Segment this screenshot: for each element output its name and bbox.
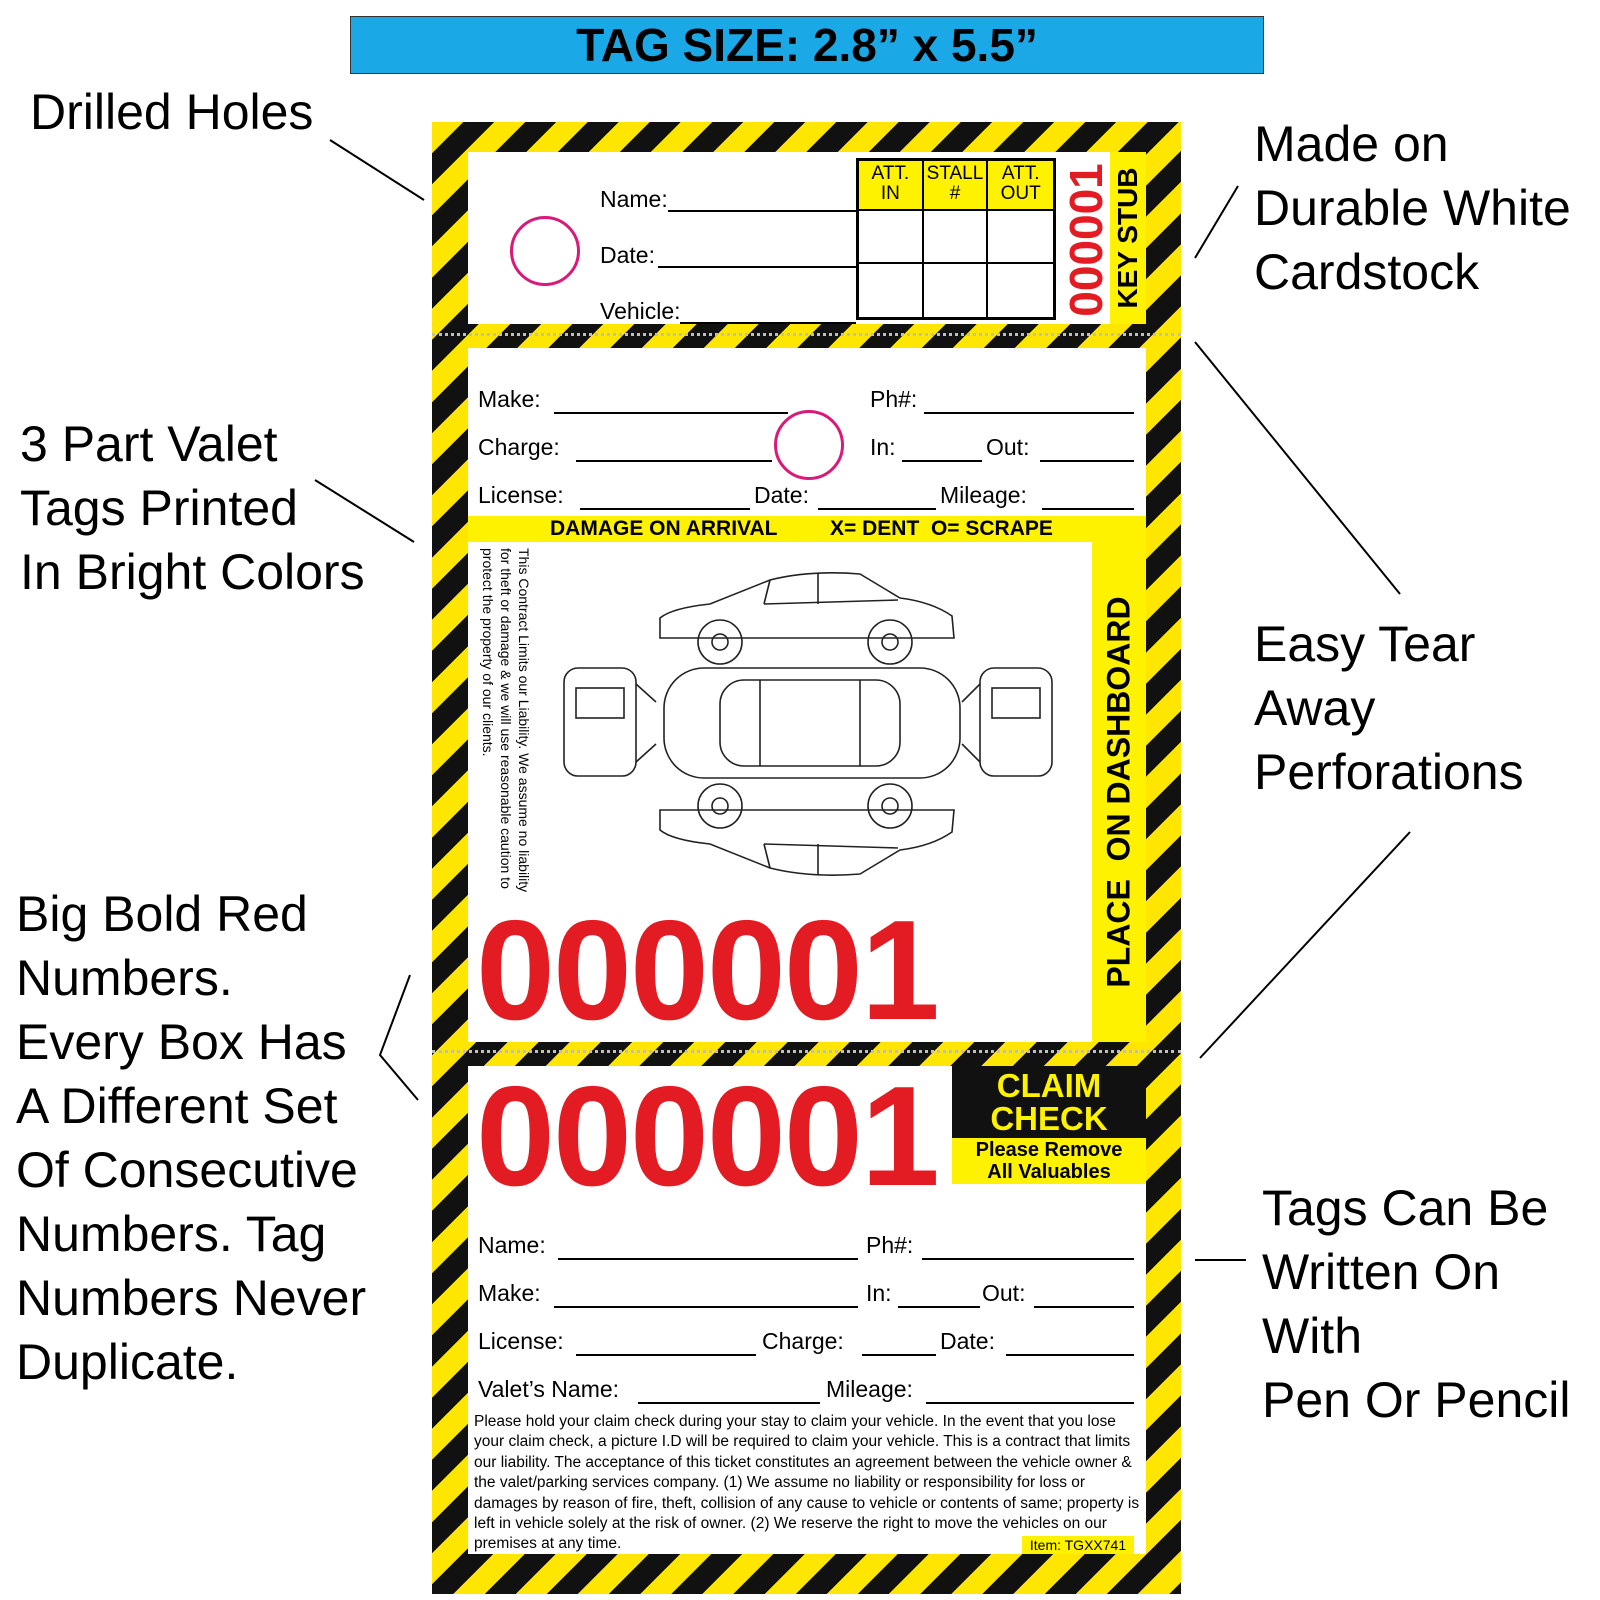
claim-charge-line[interactable] [862,1354,936,1356]
dash-out-line[interactable] [1040,460,1134,462]
stub-cell[interactable] [923,211,989,264]
leader-tear-bottom [1199,831,1411,1059]
claim-check-title-2: CHECK [990,1100,1108,1137]
damage-legend: X= DENT O= SCRAPE [830,517,1053,540]
damage-panel [468,542,1092,1042]
stub-number-box: 000001 [1060,158,1112,322]
claim-out-label: Out: [982,1280,1026,1306]
stub-name-line[interactable] [668,210,856,212]
claim-in-line[interactable] [898,1306,980,1308]
claim-valet-line[interactable] [638,1402,820,1404]
callout-drilled-holes: Drilled Holes [30,84,314,140]
stub-label: KEY STUB [1112,167,1143,309]
dash-license-label: License: [478,482,564,508]
stub-label-box: KEY STUB [1110,152,1146,324]
dash-make-line[interactable] [554,412,788,414]
stub-vehicle-line[interactable] [680,322,856,324]
dash-in-line[interactable] [902,460,982,462]
claim-name-label: Name: [478,1232,546,1258]
leader-drilled-holes [329,139,425,201]
stub-col-att-in: ATT. IN [859,161,924,211]
stub-vehicle-label: Vehicle: [600,298,681,324]
stub-number: 000001 [1060,163,1112,317]
dash-make-label: Make: [478,386,541,412]
dashboard-side-strip: PLACE ON DASHBOARD [1092,542,1146,1042]
claim-date-label: Date: [940,1328,995,1354]
stub-cell[interactable] [924,264,989,317]
claim-check-title-box: CLAIM CHECK [952,1066,1146,1138]
callout-cardstock: Made on Durable White Cardstock [1254,116,1571,300]
dash-disclaimer-box: This Contract Limits our Liability. We a… [476,548,536,900]
claim-make-label: Make: [478,1280,541,1306]
claim-mileage-label: Mileage: [826,1376,913,1402]
tag-size-banner: TAG SIZE: 2.8” x 5.5” [350,16,1264,74]
dash-charge-line[interactable] [576,460,772,462]
claim-charge-label: Charge: [762,1328,844,1354]
claim-check-subtitle-box: Please Remove All Valuables [952,1138,1146,1184]
leader-three-part [314,479,415,543]
damage-header: DAMAGE ON ARRIVAL X= DENT O= SCRAPE [468,516,1146,542]
dash-disclaimer: This Contract Limits our Liability. We a… [480,548,532,893]
leader-cardstock [1194,185,1239,259]
perforation-bottom[interactable] [432,1050,1181,1053]
perforation-top[interactable] [432,333,1181,336]
stub-date-line[interactable] [658,266,856,268]
stub-cell[interactable] [859,264,924,317]
claim-license-line[interactable] [576,1354,756,1356]
leader-big-bold [378,974,419,1101]
stub-cell[interactable] [988,211,1053,264]
claim-make-line[interactable] [554,1306,858,1308]
dash-mileage-line[interactable] [1042,508,1134,510]
callout-write-on: Tags Can Be Written On With Pen Or Penci… [1262,1180,1571,1428]
dash-in-label: In: [870,434,896,460]
claim-ph-line[interactable] [922,1258,1134,1260]
dashboard-side-label: PLACE ON DASHBOARD [1100,596,1137,988]
stub-table: ATT. IN STALL # ATT. OUT [856,158,1056,320]
dash-ph-label: Ph#: [870,386,918,412]
claim-check-subtitle-2: All Valuables [987,1161,1111,1183]
claim-valet-label: Valet’s Name: [478,1376,620,1402]
item-code: Item: TGXX741 [1022,1536,1134,1554]
stub-cell[interactable] [988,264,1053,317]
callout-three-part: 3 Part Valet Tags Printed In Bright Colo… [20,416,365,600]
claim-check-subtitle-1: Please Remove [975,1139,1123,1161]
dash-ph-line[interactable] [924,412,1134,414]
stub-name-label: Name: [600,186,668,212]
dash-charge-label: Charge: [478,434,560,460]
claim-license-label: License: [478,1328,564,1354]
dash-mileage-label: Mileage: [940,482,1027,508]
callout-big-bold: Big Bold Red Numbers. Every Box Has A Di… [16,886,367,1390]
dash-out-label: Out: [986,434,1030,460]
claim-number: 000001 [476,1057,940,1216]
dashboard-number: 000001 [476,891,940,1050]
claim-date-line[interactable] [1006,1354,1134,1356]
car-diagram-icon [563,572,1053,876]
stub-date-label: Date: [600,242,655,268]
leader-tear-top [1194,341,1401,595]
stub-col-stall: STALL # [923,161,989,211]
dash-date-label: Date: [754,482,809,508]
claim-name-line[interactable] [558,1258,858,1260]
claim-out-line[interactable] [1034,1306,1134,1308]
dash-license-line[interactable] [580,508,750,510]
drilled-hole-dashboard [774,410,844,480]
stub-col-att-out: ATT. OUT [988,161,1053,211]
claim-ph-label: Ph#: [866,1232,914,1258]
stub-cell[interactable] [859,211,924,264]
drilled-hole-stub [510,216,580,286]
callout-tear-away: Easy Tear Away Perforations [1254,616,1524,800]
claim-terms: Please hold your claim check during your… [474,1413,1140,1553]
claim-mileage-line[interactable] [926,1402,1134,1404]
claim-check-title-1: CLAIM [996,1067,1102,1104]
claim-in-label: In: [866,1280,892,1306]
damage-title: DAMAGE ON ARRIVAL [550,517,778,540]
dash-date-line[interactable] [818,508,936,510]
